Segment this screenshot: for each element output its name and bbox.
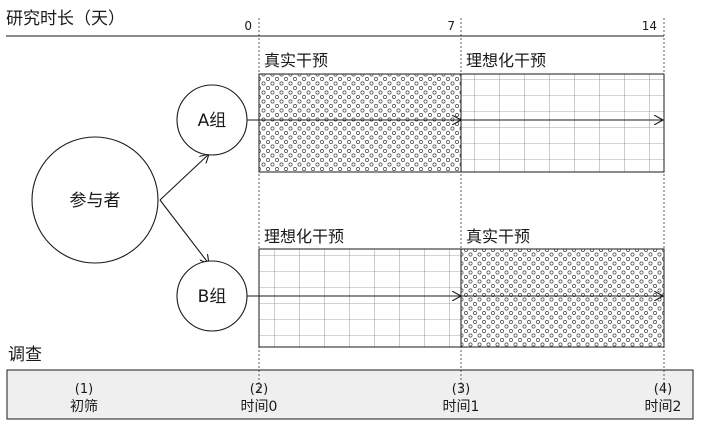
group-a-label: A组 [198,111,227,131]
group-b-phase2-label: 真实干预 [466,227,530,246]
survey-point-3-number: (3) [452,382,470,397]
group-b-phase1-block [259,249,461,347]
group-b-label: B组 [198,287,227,307]
participants-label: 参与者 [70,191,121,211]
arrow-to-group-a [159,154,209,201]
survey-point-1-label: 初筛 [70,398,98,415]
survey-title: 调查 [8,345,42,365]
group-a-phase1-label: 真实干预 [264,51,328,70]
tick-label-14: 14 [642,19,657,33]
survey-bar [6,369,694,420]
survey-point-2-number: (2) [250,382,268,397]
arrow-to-group-b [159,199,209,264]
survey-point-1-number: (1) [75,382,93,397]
title: 研究时长（天） [6,9,125,29]
group-a-phase2-label: 理想化干预 [466,51,546,70]
participants-node [31,136,159,264]
tick-label-7: 7 [447,19,455,33]
group-b-phase1-label: 理想化干预 [264,227,344,246]
survey-point-4-label: 时间2 [645,399,682,415]
group-b-phase2-block [461,249,664,347]
survey-point-3-label: 时间1 [443,399,480,415]
group-a-phase2-block [461,74,664,172]
survey-point-4-number: (4) [654,382,672,397]
group-a-phase1-block [259,74,461,172]
survey-point-2-label: 时间0 [241,399,278,415]
tick-label-0: 0 [244,19,252,33]
